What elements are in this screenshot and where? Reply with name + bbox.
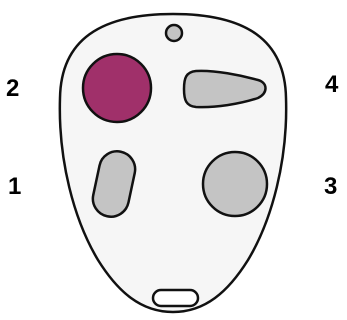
label-button-3: 3 bbox=[324, 173, 337, 200]
button-2[interactable] bbox=[83, 54, 151, 122]
keyring-hole bbox=[166, 25, 182, 41]
label-button-1: 1 bbox=[8, 173, 21, 200]
label-button-4: 4 bbox=[325, 71, 339, 98]
button-3[interactable] bbox=[203, 152, 267, 216]
label-button-2: 2 bbox=[6, 75, 19, 102]
bottom-slot bbox=[153, 290, 198, 306]
